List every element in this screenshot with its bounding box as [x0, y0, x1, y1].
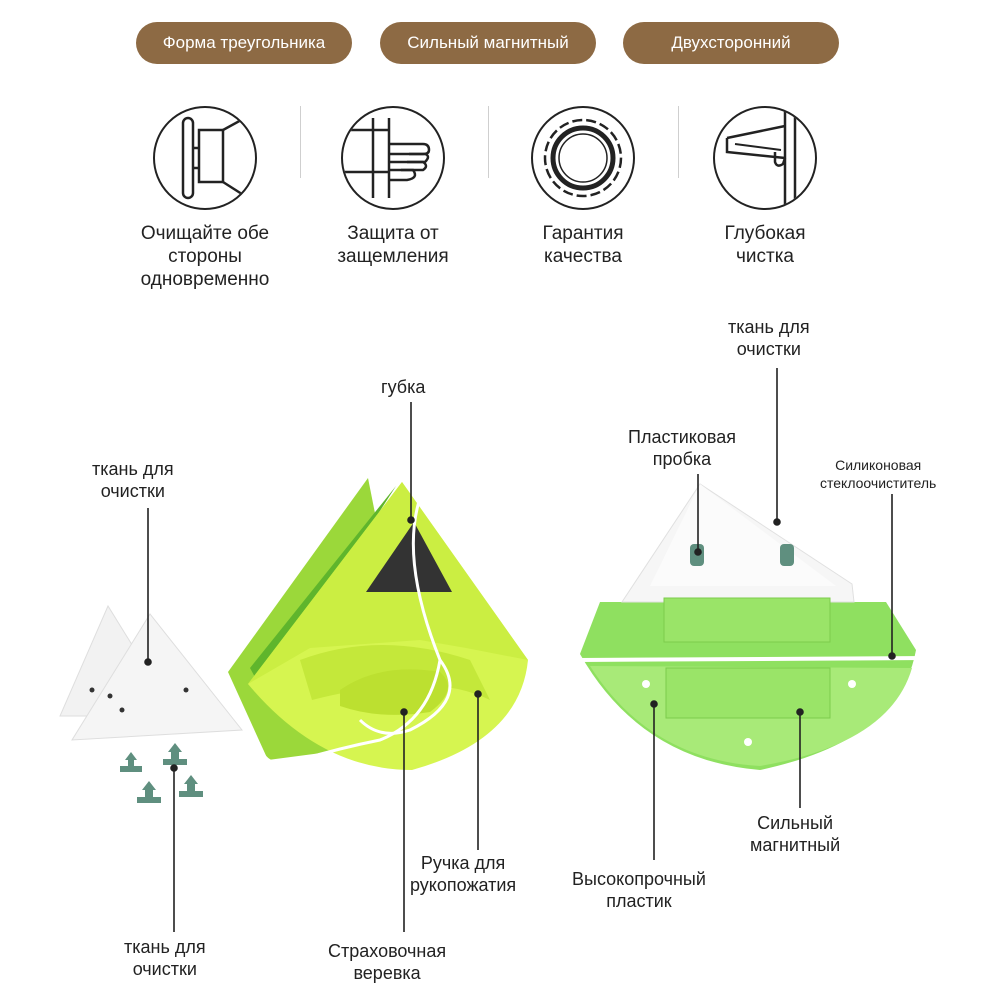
feature-quality-guarantee: Гарантия качества — [508, 106, 658, 268]
cleaner-device-back — [577, 483, 929, 770]
tag-double-sided: Двухсторонний — [623, 22, 839, 64]
double-glass-icon — [153, 106, 257, 210]
plastic-plugs — [120, 743, 203, 803]
callout-cloth-bottom-left: ткань для очистки — [124, 937, 206, 979]
feature-text: Очищайте обе стороны одновременно — [140, 223, 270, 290]
callout-silicone-wiper: Силиконовая стеклоочиститель — [820, 457, 937, 491]
tag-strong-magnetic: Сильный магнитный — [380, 22, 596, 64]
divider — [678, 106, 679, 178]
tag-triangle-shape: Форма треугольника — [136, 22, 352, 64]
callout-safety-rope: Страховочная веревка — [328, 941, 447, 983]
feature-clean-both-sides: Очищайте обе стороны одновременно — [130, 106, 280, 291]
feature-pinch-protection: Защита от защемления — [318, 106, 468, 268]
callout-cloth-right: ткань для очистки — [728, 317, 810, 359]
divider — [488, 106, 489, 178]
hand-pinch-icon — [341, 106, 445, 210]
callout-sponge: губка — [381, 377, 426, 397]
callout-strong-magnetic: Сильный магнитный — [750, 813, 841, 855]
feature-text: Защита от защемления — [337, 223, 449, 267]
squeegee-icon — [713, 106, 817, 210]
callout-high-strength-plastic: Высокопрочный пластик — [572, 869, 706, 911]
cleaner-device-front — [228, 478, 528, 770]
callout-cloth-top-left: ткань для очистки — [92, 459, 174, 501]
feature-text: Гарантия качества — [542, 223, 624, 267]
callout-lines — [144, 368, 896, 932]
quality-seal-icon — [531, 106, 635, 210]
feature-deep-cleaning: Глубокая чистка — [690, 106, 840, 268]
divider — [300, 106, 301, 178]
cloth-pads — [59, 604, 243, 741]
feature-text: Глубокая чистка — [724, 223, 806, 267]
callout-plastic-plug: Пластиковая пробка — [628, 427, 736, 469]
callout-handle: Ручка для рукопожатия — [410, 853, 517, 895]
